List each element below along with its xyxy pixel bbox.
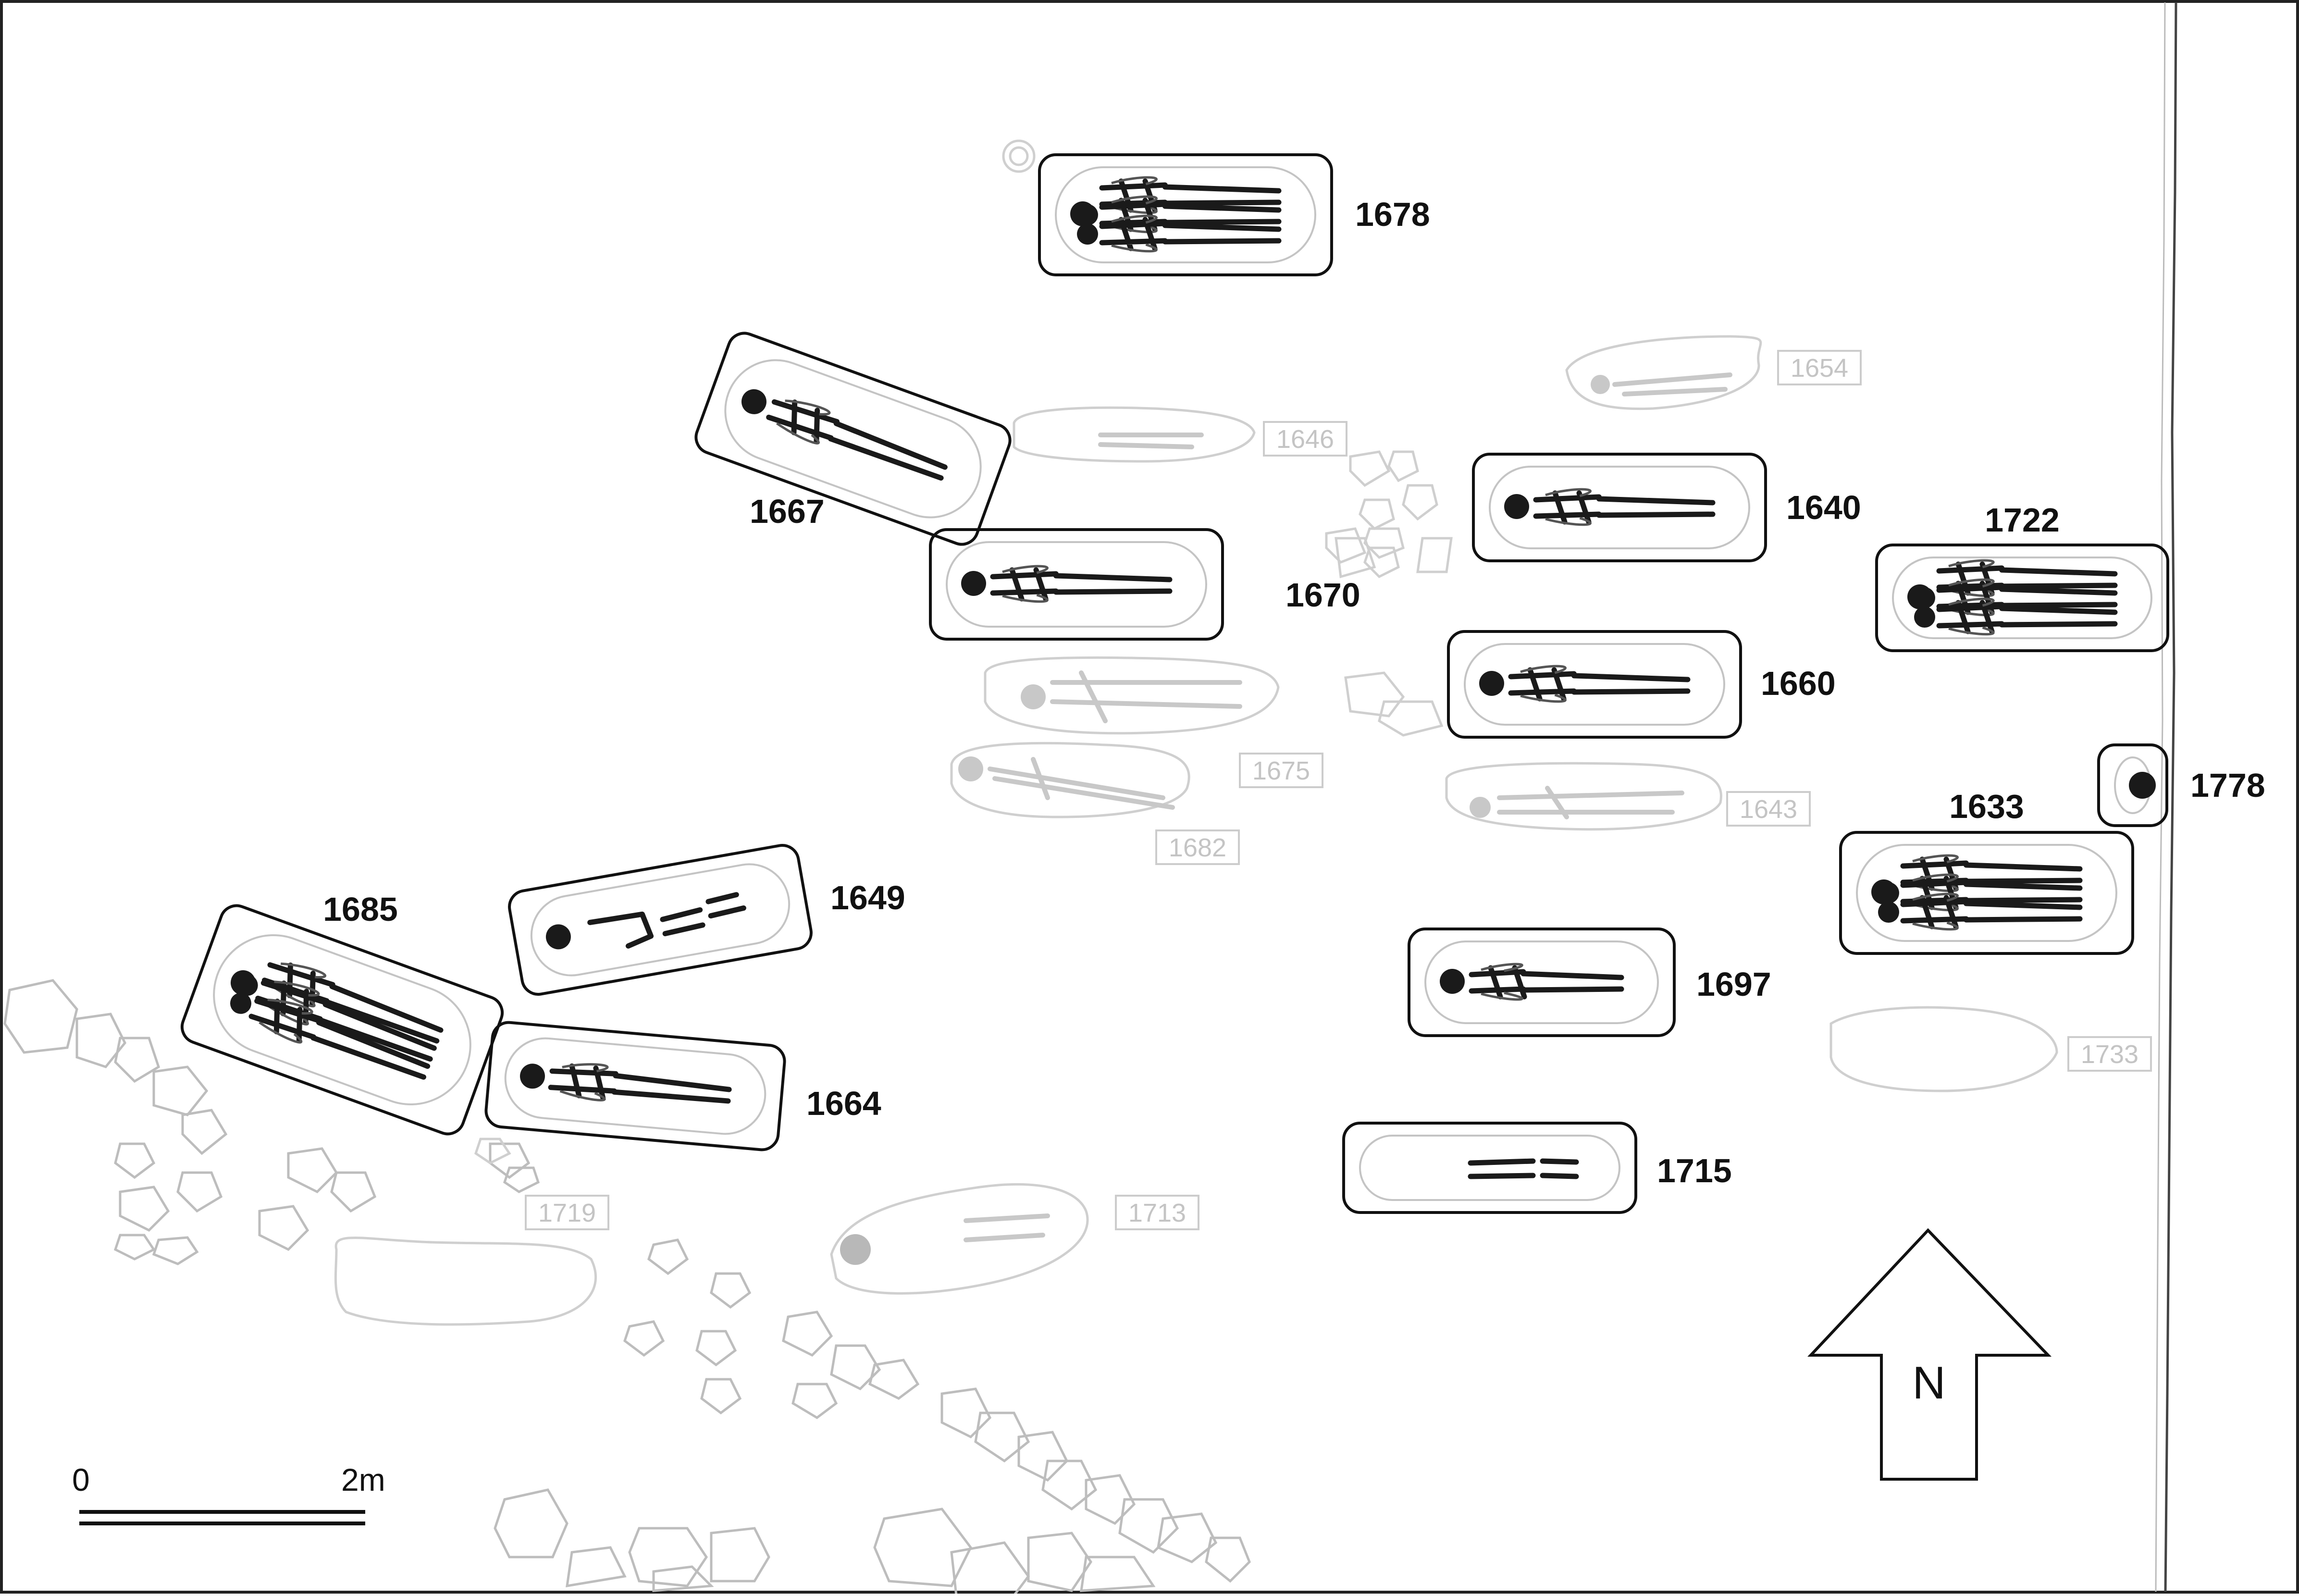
skeleton-1697 bbox=[1424, 940, 1659, 1024]
burial-label-1664: 1664 bbox=[806, 1085, 881, 1122]
burial-1778: 1778 bbox=[2097, 743, 2265, 827]
faded-burial-1646: 1646 bbox=[1263, 421, 1347, 457]
faded-burial-label-1719: 1719 bbox=[538, 1199, 596, 1227]
burial-label-1640: 1640 bbox=[1786, 489, 1861, 526]
faded-burial-label-1675: 1675 bbox=[1252, 756, 1310, 785]
feature-grave-1713 bbox=[830, 1183, 1089, 1295]
faded-burial-1713: 1713 bbox=[1115, 1195, 1199, 1230]
burial-outline-1778 bbox=[2097, 743, 2168, 827]
skeleton-1633 bbox=[1856, 844, 2117, 942]
north-arrow-icon bbox=[1807, 1228, 2052, 1481]
burial-outline-1678 bbox=[1038, 153, 1333, 276]
feature-grave-1643 bbox=[1445, 762, 1722, 831]
trench-edge-line bbox=[2155, 2, 2177, 1592]
faded-skeletons bbox=[840, 372, 1732, 1265]
feature-grave-1654 bbox=[1565, 335, 1762, 410]
skeleton-1660 bbox=[1464, 643, 1725, 726]
faded-burial-labels: 1654 1646 1675 1682 1643 1733 1719 1713 bbox=[525, 350, 2152, 1230]
burial-1649: 1649 bbox=[508, 844, 905, 996]
burial-label-1633: 1633 bbox=[1949, 788, 2024, 825]
skeleton-1670 bbox=[946, 541, 1207, 628]
faded-burial-1682: 1682 bbox=[1155, 829, 1240, 865]
feature-grave-1682 bbox=[950, 742, 1190, 818]
feature-grave-1733 bbox=[1829, 1006, 2058, 1092]
faded-burial-label-1643: 1643 bbox=[1740, 795, 1797, 824]
faded-burial-label-1682: 1682 bbox=[1169, 833, 1226, 862]
feature-grave-1646 bbox=[1013, 406, 1256, 463]
highlighted-burials: 1678 1667 1670 1640 1722 1660 1778 1633 1685 1649… bbox=[180, 153, 2265, 1214]
burial-outline-1667 bbox=[694, 332, 1012, 546]
faded-burial-1675: 1675 bbox=[1239, 753, 1323, 788]
skeleton-1722 bbox=[1892, 557, 2152, 639]
burial-label-1667: 1667 bbox=[750, 493, 825, 530]
faded-burial-label-1646: 1646 bbox=[1276, 425, 1334, 454]
burial-label-1778: 1778 bbox=[2190, 767, 2265, 804]
burial-1670: 1670 bbox=[929, 528, 1360, 641]
burial-outline-1649 bbox=[508, 844, 813, 996]
burial-label-1649: 1649 bbox=[830, 879, 905, 916]
scale-end-label: 2m bbox=[341, 1462, 385, 1497]
burial-label-1697: 1697 bbox=[1696, 965, 1771, 1003]
skeleton-1649 bbox=[530, 863, 791, 977]
burial-1640: 1640 bbox=[1472, 453, 1861, 562]
skeleton-1685 bbox=[213, 934, 471, 1105]
burial-1667: 1667 bbox=[694, 332, 1012, 546]
faded-burial-1733: 1733 bbox=[2067, 1036, 2152, 1072]
burial-outline-1722 bbox=[1875, 544, 2169, 652]
skeleton-1778 bbox=[2114, 756, 2156, 814]
skeleton-1664 bbox=[504, 1037, 766, 1135]
burial-label-1722: 1722 bbox=[1985, 501, 2060, 539]
burial-label-1670: 1670 bbox=[1285, 576, 1360, 614]
burial-outline-1697 bbox=[1408, 928, 1676, 1037]
stone-features bbox=[3, 979, 1251, 1596]
faded-burial-label-1713: 1713 bbox=[1128, 1199, 1186, 1227]
skeleton-1640 bbox=[1489, 466, 1750, 549]
burial-label-1685: 1685 bbox=[323, 891, 398, 928]
scale-bar: 0 2m bbox=[72, 1462, 385, 1525]
burial-outline-1660 bbox=[1447, 630, 1742, 739]
scale-start-label: 0 bbox=[72, 1462, 90, 1497]
burial-1660: 1660 bbox=[1447, 630, 1836, 739]
faded-burial-1719: 1719 bbox=[525, 1195, 609, 1230]
north-arrow-label: N bbox=[1912, 1357, 1945, 1409]
burial-outline-1664 bbox=[484, 1021, 786, 1151]
burial-1685: 1685 bbox=[180, 891, 504, 1136]
feature-grave-1675 bbox=[984, 656, 1280, 735]
faded-burial-1643: 1643 bbox=[1726, 791, 1811, 827]
burial-label-1678: 1678 bbox=[1355, 196, 1430, 233]
burial-label-1660: 1660 bbox=[1761, 665, 1836, 702]
burial-1697: 1697 bbox=[1408, 928, 1771, 1037]
burial-label-1715: 1715 bbox=[1657, 1152, 1732, 1189]
burial-outline-1640 bbox=[1472, 453, 1767, 562]
burial-outline-1633 bbox=[1839, 831, 2134, 955]
skeleton-1678 bbox=[1055, 166, 1316, 263]
burial-1722: 1722 bbox=[1875, 501, 2169, 652]
faded-burial-label-1733: 1733 bbox=[2081, 1040, 2138, 1069]
burial-outline-1715 bbox=[1342, 1122, 1637, 1214]
burial-outline-1685 bbox=[180, 904, 504, 1136]
skeleton-1715 bbox=[1359, 1135, 1620, 1201]
faded-burial-label-1654: 1654 bbox=[1791, 354, 1848, 383]
feature-pit-1719 bbox=[334, 1237, 597, 1326]
burial-outline-1670 bbox=[929, 528, 1224, 641]
burial-1633: 1633 bbox=[1839, 788, 2134, 955]
burial-1715: 1715 bbox=[1342, 1122, 1732, 1214]
burial-1678: 1678 bbox=[1038, 153, 1430, 276]
skeleton-1667 bbox=[724, 359, 982, 519]
north-arrow: N bbox=[1807, 1228, 2052, 1481]
faint-features bbox=[334, 139, 2058, 1326]
faded-burial-1654: 1654 bbox=[1777, 350, 1862, 385]
burial-1664: 1664 bbox=[484, 1021, 881, 1151]
